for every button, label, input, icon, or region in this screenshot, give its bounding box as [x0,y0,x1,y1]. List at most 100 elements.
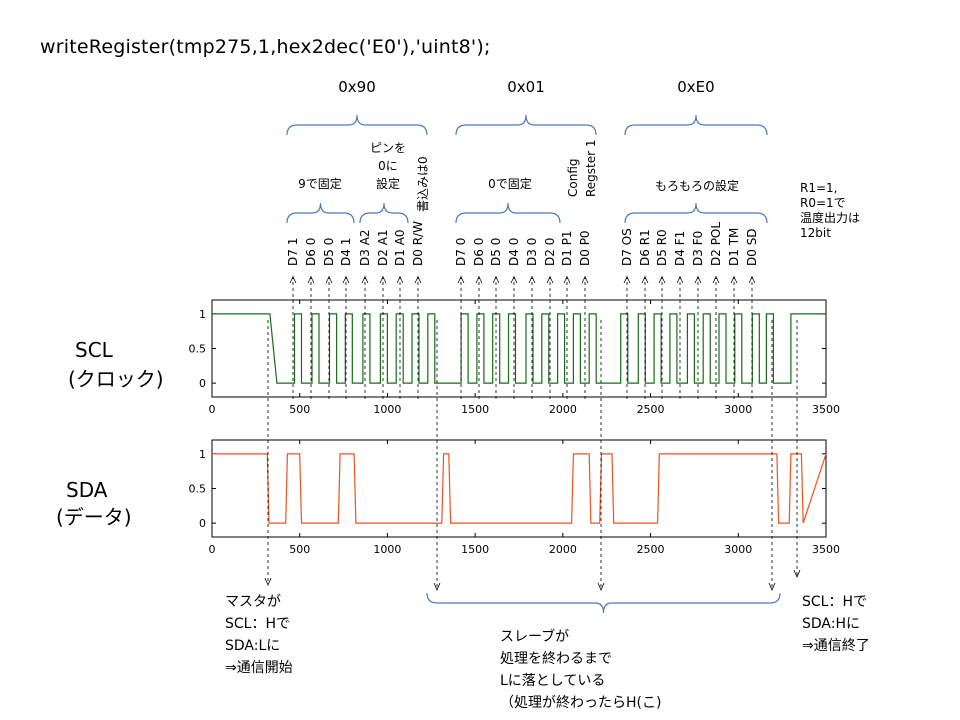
start-condition-arrow-head [264,577,272,587]
byte-brace [624,114,768,136]
x-tick-label: 1500 [461,403,489,416]
x-tick-label: 0 [209,403,216,416]
hold-ack-arrow-head [597,582,605,592]
group-label: 0で固定 [488,176,532,191]
plot-frame-sda [211,439,827,538]
group-brace [455,202,561,224]
x-tick-label: 3500 [812,543,840,556]
bit-guide-arrowhead [641,276,649,284]
group-label-line: 設定 [376,176,400,191]
bit-label: D3 F0 [691,231,705,266]
start-note-line: SCL：Hで [225,616,290,632]
bit-guide-arrowhead [342,276,350,284]
byte-brace [286,114,428,136]
x-tick-label: 2500 [637,543,665,556]
bit-guide-arrowhead [510,276,518,284]
y-tick-label: 0 [199,517,206,530]
bit-guide-arrowhead [712,276,720,284]
bit-label: D0 SD [745,228,759,266]
hold-note-line: Lに落としている [500,673,605,689]
y-tick-label: 0 [199,377,206,390]
group-label-line: ピンを [370,141,406,155]
bit-guide-arrowhead [563,276,571,284]
stop-note-line: ⇒通信終了 [802,638,870,654]
x-tick-label: 0 [209,543,216,556]
start-note-line: SDA:Lに [225,638,280,654]
bit-label: D6 0 [472,238,486,266]
y-tick-label: 1 [199,308,206,321]
y-tick-label: 0.5 [189,343,207,356]
x-tick-label: 1000 [373,543,401,556]
bit-guide-arrowhead [658,276,666,284]
bit-guide-arrowhead [289,276,297,284]
hold-note-line: スレーブが [500,628,569,645]
bit-guide-arrowhead [676,276,684,284]
group-label: 9で固定 [298,176,342,191]
group-label-line: 0に [378,159,398,173]
group-brace [624,202,768,224]
bit-label: D5 R0 [655,229,669,266]
hold-start-arrow-head [433,582,441,592]
bit-label: D4 1 [339,238,353,266]
group-brace [286,202,355,224]
hold-note-line: 処理を終わるまで [500,651,612,667]
bit-guide-arrowhead [475,276,483,284]
bit-label: D6 0 [304,238,318,266]
bit-guide-arrowhead [730,276,738,284]
bit-label: D3 A2 [358,229,372,266]
bit-guide-arrowhead [361,276,369,284]
group-label: もろもろの設定 [655,178,739,193]
byte-hex-label: 0x90 [338,78,376,96]
hold-end-arrow-head [768,582,776,592]
x-tick-label: 2500 [637,403,665,416]
stop-condition-arrow-head [793,569,801,579]
y-tick-label: 1 [199,448,206,461]
bit-label: D5 0 [489,238,503,266]
bit-guide-arrowhead [325,276,333,284]
bit-label: D0 P0 [578,230,592,266]
bit-label: D4 0 [507,238,521,266]
bit-guide-arrowhead [414,276,422,284]
resolution-note-line: R1=1, [800,181,837,195]
bit-label: D1 P1 [560,230,574,266]
start-note-line: マスタが [225,594,281,610]
sda-waveform-line [212,453,827,524]
command-text: writeRegister(tmp275,1,hex2dec('E0'),'ui… [40,36,491,58]
sda-label: SDA [66,478,108,502]
hold-note-line: （処理が終わったらH(こ) [500,695,661,711]
group-brace [359,202,409,224]
x-tick-label: 3500 [812,403,840,416]
scl-waveform-line [212,313,826,384]
bit-guide-arrowhead [396,276,404,284]
bit-label: D6 R1 [638,229,652,266]
scl-sublabel: (クロック) [68,367,164,391]
bit-label: D0 R/W [411,221,425,266]
x-tick-label: 2000 [549,543,577,556]
bit-label: D7 0 [454,238,468,266]
bit-label: D2 POL [709,222,723,266]
stop-note-line: SCL：Hで [802,594,867,610]
bit-label: D1 A0 [393,229,407,266]
x-tick-label: 500 [289,543,310,556]
byte-brace [455,114,597,136]
bit-guide-arrowhead [581,276,589,284]
resolution-note-line: 12bit [800,226,831,240]
x-tick-label: 3000 [724,403,752,416]
bit-guide-arrowhead [694,276,702,284]
bit-guide-arrowhead [528,276,536,284]
group-label-vertical-line: Regster 1 [584,139,598,197]
bit-guide-arrowhead [379,276,387,284]
bit-label: D5 0 [322,238,336,266]
bit-guide-arrowhead [492,276,500,284]
bit-label: D2 A1 [376,229,390,266]
scl-label: SCL [75,338,114,362]
bit-label: D2 0 [543,238,557,266]
bit-guide-arrowhead [748,276,756,284]
bit-guide-arrowhead [307,276,315,284]
group-label-vertical: 書込みは0 [416,156,430,212]
bit-label: D3 0 [525,238,539,266]
start-note-line: ⇒通信開始 [225,660,293,676]
x-tick-label: 500 [289,403,310,416]
resolution-note-line: R0=1で [800,196,846,210]
